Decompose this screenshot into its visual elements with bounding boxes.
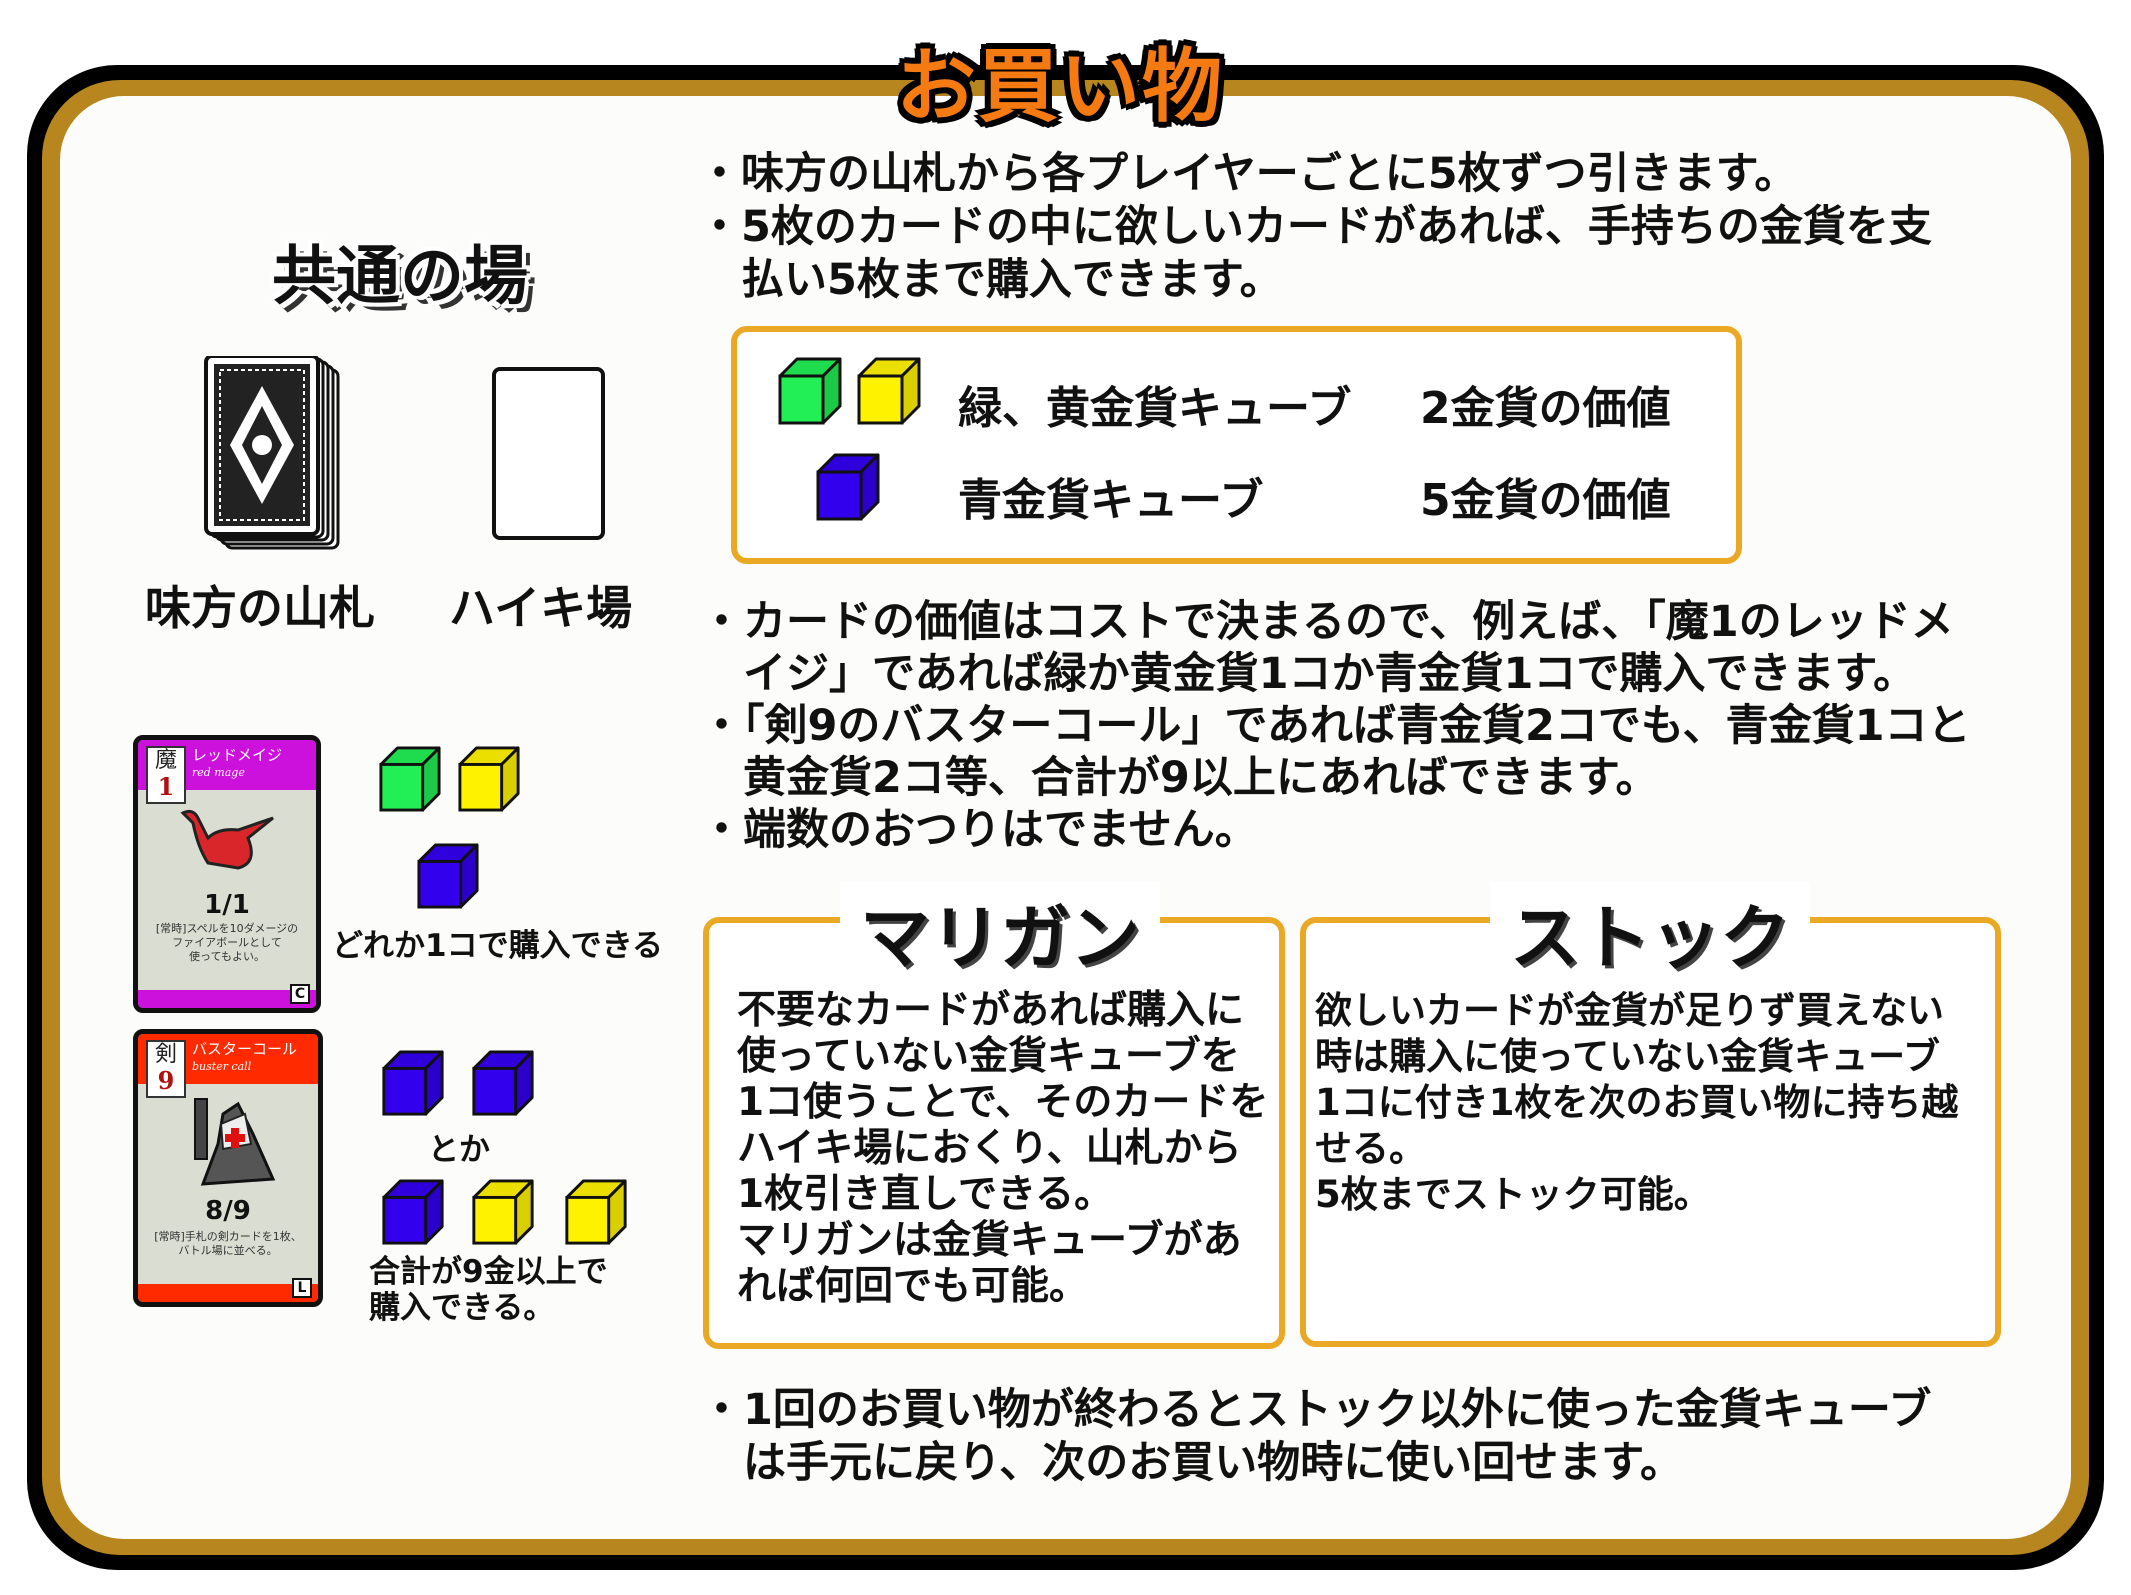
or-label: とか [428,1132,490,1168]
rule-bullets: ・カードの価値はコストで決まるので、例えば、「魔1のレッドメ イジ」であれば緑か… [700,596,1971,856]
green-cube-icon [777,356,843,426]
blue-cube-label: 青金貨キューブ [958,475,1264,526]
card-name-en: red mage [192,766,245,779]
buster-call-illustration [194,1098,276,1186]
discard-label: ハイキ場 [449,581,633,635]
card-name: レッドメイジ [192,746,283,764]
rule-line: 黄金貨2コ等、合計が9以上にあればできます。 [700,753,1659,803]
card-stats: 8/9 [205,1196,251,1226]
rule-line: ・カードの価値はコストで決まるので、例えば、「魔1のレッドメ [700,597,1954,647]
yellow-cube-icon [856,356,922,426]
discard-pile-icon [492,367,605,540]
red-mage-illustration [180,809,274,870]
rule-line: ・「剣9のバスターコール」であれば青金貨2コでも、青金貨1コと [700,701,1971,751]
card-description: [常時]スペルを10ダメージのファイアボールとして使ってもよい。 [155,922,299,963]
blue-cube-icon [380,1178,446,1246]
blue-cube-icon [416,842,480,910]
card-stats: 1/1 [204,890,250,920]
intro-line: ・味方の山札から各プレイヤーごとに5枚ずつ引きます。 [698,149,1798,199]
yellow-cube-icon [563,1178,629,1246]
deck-icon [204,354,344,556]
stock-box [1300,917,2001,1347]
mulligan-title: マリガン [840,882,1160,983]
stock-title: ストック [1490,882,1810,983]
green-yellow-cube-label: 緑、黄金貨キューブ [958,383,1352,434]
green-yellow-cube-value: 2金貨の価値 [1420,383,1671,434]
intro-line: ・5枚のカードの中に欲しいカードがあれば、手持ちの金貨を支 [698,202,1932,252]
blue-cube-icon [470,1049,536,1117]
closing-bullets: ・1回のお買い物が終わるとストック以外に使った金貨キューブ は手元に戻り、次のお… [700,1385,1932,1488]
card-description: [常時]手札の剣カードを1枚、バトル場に並べる。 [154,1230,302,1257]
blue-cube-icon [380,1049,446,1117]
deck-label: 味方の山札 [145,581,375,635]
intro-line: 払い5枚まで購入できます。 [698,255,1283,305]
blue-cube-value: 5金貨の価値 [1420,475,1671,526]
green-cube-icon [378,745,442,813]
example2-caption: 合計が9金以上で購入できる。 [369,1254,608,1326]
yellow-cube-icon [457,745,521,813]
yellow-cube-icon [470,1178,536,1246]
card-name-en: buster call [192,1060,252,1073]
rule-line: ・端数のおつりはでません。 [700,805,1258,855]
intro-bullets: ・味方の山札から各プレイヤーごとに5枚ずつ引きます。 ・5枚のカードの中に欲しい… [698,148,1932,307]
common-area-heading: 共通の場 [272,240,528,314]
card-rarity: C [290,984,310,1004]
rule-line: イジ」であれば緑か黄金貨1コか青金貨1コで購入できます。 [700,649,1917,699]
example1-caption: どれか1コで購入できる [332,928,663,964]
card-name: バスターコール [192,1040,298,1058]
card-rarity: L [292,1278,312,1298]
blue-cube-icon [815,452,881,522]
mulligan-box [703,917,1285,1349]
page-title: お買い物 [896,40,1224,133]
